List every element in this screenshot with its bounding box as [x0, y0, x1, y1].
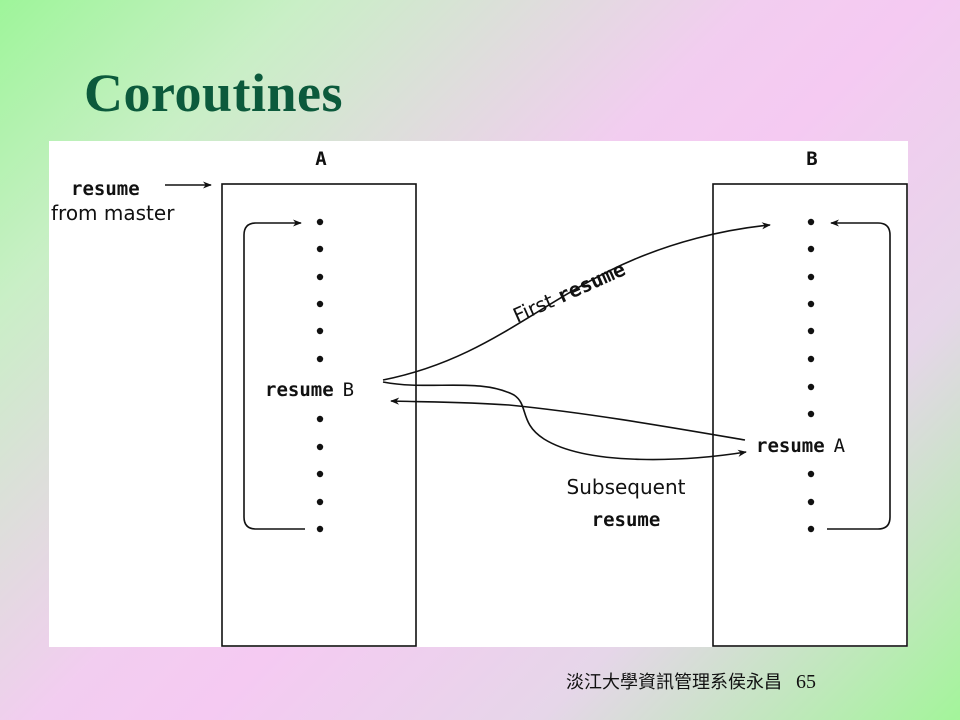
box-b-loop-arrow [827, 219, 891, 530]
box-a-label: A [315, 148, 327, 170]
box-a [221, 183, 417, 647]
entry-from-master-label: from master [51, 201, 175, 225]
box-b [712, 183, 908, 647]
slide-footer: 淡江大學資訊管理系侯永昌 65 [566, 668, 816, 694]
first-resume-keyword: resume [553, 257, 629, 308]
subsequent-keyword: resume [592, 509, 661, 531]
resume-a-target: A [834, 435, 846, 457]
resume-b-statement: resume B [265, 379, 354, 401]
first-resume-word: First [509, 288, 557, 327]
entry-resume-label: resume [71, 178, 140, 200]
box-a-statements [316, 218, 324, 533]
subsequent-label: Subsequent [567, 475, 686, 499]
first-resume-arrow [382, 222, 771, 381]
box-a-loop-arrow [243, 219, 305, 530]
page-number: 65 [796, 671, 816, 693]
return-resume-arrow [390, 397, 746, 441]
resume-a-keyword: resume [756, 435, 825, 457]
resume-b-target: B [343, 379, 354, 401]
resume-b-keyword: resume [265, 379, 334, 401]
first-resume-label: Firstresume [509, 257, 629, 328]
footer-department: 淡江大學資訊管理系侯永昌 [566, 672, 782, 693]
resume-a-statement: resume A [756, 435, 846, 457]
subsequent-resume-arrow [382, 381, 747, 461]
slide-title: Coroutines [84, 63, 344, 123]
box-b-statements [807, 218, 815, 533]
box-b-label: B [806, 148, 817, 170]
